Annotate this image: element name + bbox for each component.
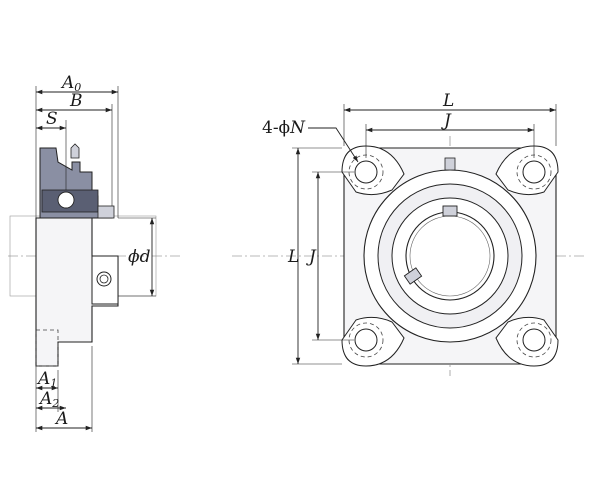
front-set-screw-angled <box>403 267 423 285</box>
side-bearing-ball <box>57 191 75 209</box>
label-A1: A1 <box>36 369 57 390</box>
label-bolt-note: 4-ϕN <box>262 118 306 138</box>
label-A2-sub: 2 <box>51 397 59 410</box>
label-B: B <box>69 91 83 111</box>
label-phi-d: ϕd <box>128 247 151 267</box>
side-grease-nipple <box>70 143 80 159</box>
label-bolt-note-N: N <box>289 118 306 138</box>
side-boss-hole-inner <box>99 274 109 284</box>
label-L-top: L <box>442 91 454 111</box>
side-boss-hole <box>96 271 112 287</box>
label-J-left: J <box>306 247 317 267</box>
label-A1-sub: 1 <box>50 377 57 390</box>
label-S: S <box>46 109 58 129</box>
bolt-holes <box>348 154 552 358</box>
label-L-left: L <box>287 247 299 267</box>
leader-bolt-note <box>308 127 359 163</box>
label-A: A <box>54 409 68 429</box>
front-grease-nipple <box>444 157 456 171</box>
side-view: A0 B S ϕd A1 A2 A <box>8 73 180 432</box>
label-J-top: J <box>441 111 452 131</box>
front-set-screw-top <box>442 205 458 217</box>
label-A0: A0 <box>60 73 81 94</box>
label-A2: A2 <box>38 389 59 410</box>
side-set-screw <box>97 205 115 219</box>
front-view: L J 4-ϕN L J <box>232 91 584 376</box>
label-A0-sub: 0 <box>74 81 81 94</box>
front-bearing-inner <box>405 211 495 301</box>
